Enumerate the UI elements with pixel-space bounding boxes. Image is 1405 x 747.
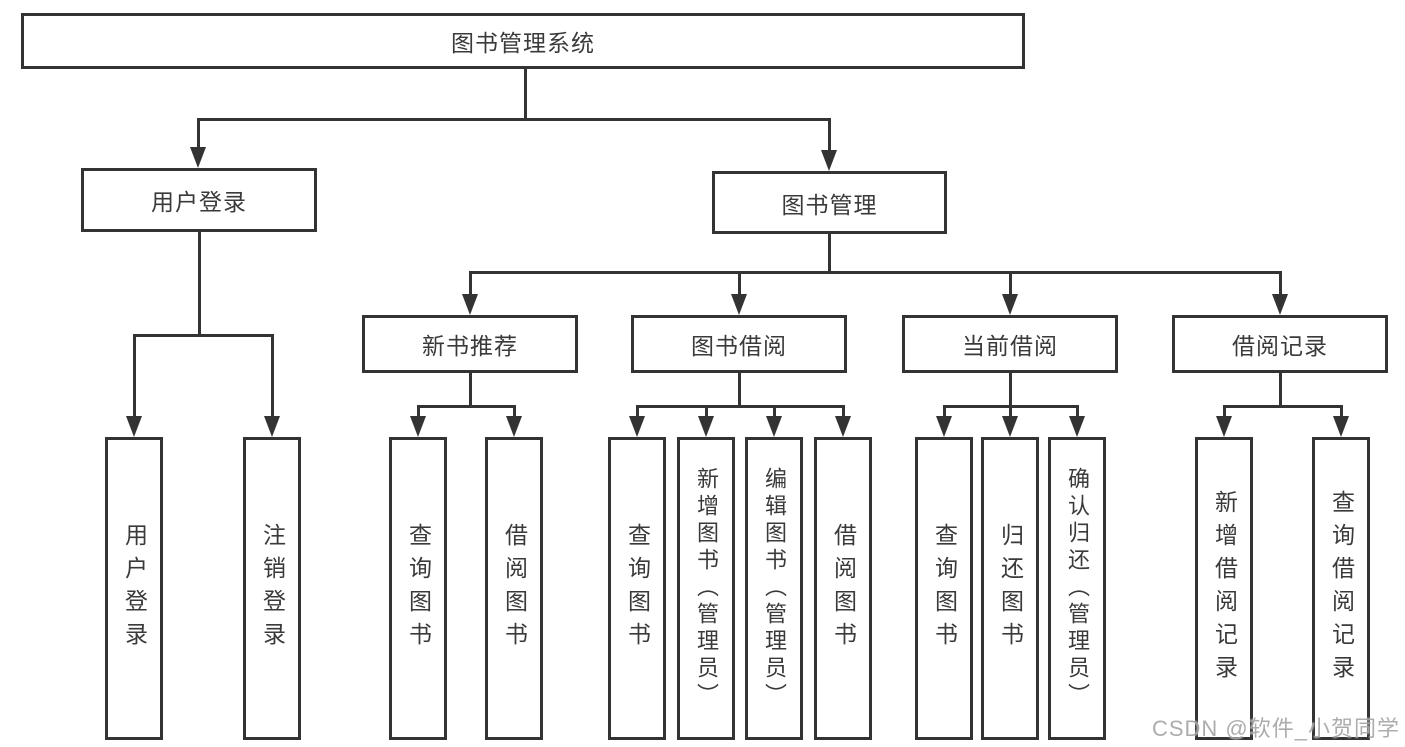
leaf-add-borrow-record: 新增借阅记录	[1195, 437, 1253, 740]
leaf-borrow-books: 借阅图书	[814, 437, 872, 740]
arrow-down-icon	[766, 416, 782, 437]
arrow-down-icon	[190, 147, 206, 168]
arrow-down-icon	[126, 416, 142, 437]
node-book-borrowing: 图书借阅	[631, 315, 847, 373]
arrow-down-icon	[506, 416, 522, 437]
leaf-logout: 注销登录	[243, 437, 301, 740]
connector-line	[524, 69, 527, 120]
connector-line	[738, 373, 741, 408]
leaf-edit-books-admin: 编辑图书（管理员）	[745, 437, 803, 740]
connector-line	[271, 334, 274, 418]
arrow-down-icon	[629, 416, 645, 437]
arrow-down-icon	[936, 416, 952, 437]
connector-line	[1009, 405, 1012, 418]
node-user-login: 用户登录	[81, 168, 317, 232]
arrow-down-icon	[264, 416, 280, 437]
connector-line	[773, 405, 776, 418]
node-borrowing-records: 借阅记录	[1172, 315, 1388, 373]
connector-line	[469, 271, 1282, 274]
arrow-down-icon	[835, 416, 851, 437]
connector-line	[828, 118, 831, 153]
connector-line	[197, 118, 831, 121]
connector-line	[636, 405, 845, 408]
connector-line	[469, 271, 472, 295]
connector-line	[1076, 405, 1079, 418]
connector-line	[1009, 271, 1012, 295]
connector-line	[133, 334, 274, 337]
arrow-down-icon	[1069, 416, 1085, 437]
arrow-down-icon	[821, 150, 837, 171]
connector-line	[1340, 405, 1343, 418]
arrow-down-icon	[410, 416, 426, 437]
connector-line	[417, 405, 516, 408]
arrow-down-icon	[1216, 416, 1232, 437]
connector-line	[943, 405, 946, 418]
arrow-down-icon	[1333, 416, 1349, 437]
connector-line	[197, 118, 200, 150]
connector-line	[738, 271, 741, 295]
connector-line	[842, 405, 845, 418]
arrow-down-icon	[1002, 416, 1018, 437]
connector-line	[828, 234, 831, 274]
node-book-management: 图书管理	[712, 171, 947, 234]
leaf-query-books-borrowing: 查询图书	[608, 437, 666, 740]
connector-line	[705, 405, 708, 418]
leaf-query-books-current: 查询图书	[915, 437, 973, 740]
connector-line	[636, 405, 639, 418]
connector-line	[417, 405, 420, 418]
connector-line	[1279, 373, 1282, 408]
leaf-confirm-return-admin: 确认归还（管理员）	[1048, 437, 1106, 740]
connector-line	[1223, 405, 1226, 418]
arrow-down-icon	[1002, 294, 1018, 315]
leaf-query-books-recommend: 查询图书	[389, 437, 447, 740]
connector-line	[1009, 373, 1012, 408]
connector-line	[469, 373, 472, 408]
node-library-management-system: 图书管理系统	[21, 13, 1025, 69]
arrow-down-icon	[698, 416, 714, 437]
leaf-user-login: 用户登录	[105, 437, 163, 740]
leaf-add-books-admin: 新增图书（管理员）	[677, 437, 735, 740]
arrow-down-icon	[731, 294, 747, 315]
connector-line	[513, 405, 516, 418]
connector-line	[133, 334, 136, 418]
arrow-down-icon	[462, 294, 478, 315]
leaf-borrow-books-recommend: 借阅图书	[485, 437, 543, 740]
node-current-borrowing: 当前借阅	[902, 315, 1118, 373]
leaf-return-books: 归还图书	[981, 437, 1039, 740]
csdn-watermark: CSDN @软件_小贺同学	[1151, 716, 1400, 741]
leaf-query-borrow-record: 查询借阅记录	[1312, 437, 1370, 740]
connector-line	[198, 232, 201, 337]
node-new-book-recommend: 新书推荐	[362, 315, 578, 373]
connector-line	[1223, 405, 1343, 408]
connector-line	[1279, 271, 1282, 295]
arrow-down-icon	[1272, 294, 1288, 315]
